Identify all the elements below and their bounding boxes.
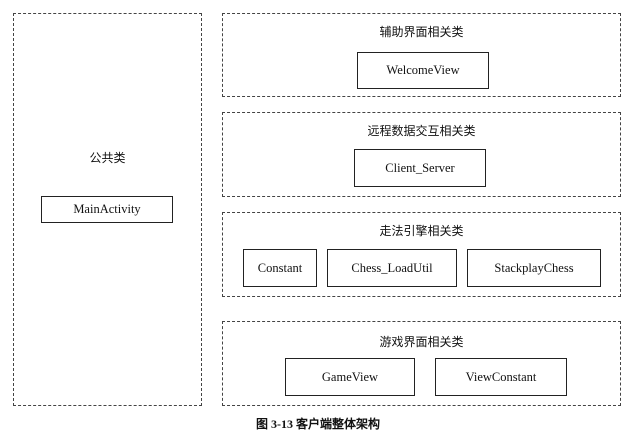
group-game-ui-title: 游戏界面相关类 xyxy=(379,335,464,349)
group-remote-title: 远程数据交互相关类 xyxy=(367,124,476,138)
class-client-server: Client_Server xyxy=(354,149,486,187)
caption-label: 图 xyxy=(255,417,268,431)
caption-number: 3-13 xyxy=(271,417,293,431)
group-aux-ui: 辅助界面相关类 WelcomeView xyxy=(222,13,621,97)
class-stackplaychess: StackplayChess xyxy=(467,249,601,287)
class-gameview: GameView xyxy=(285,358,415,396)
group-engine-title: 走法引擎相关类 xyxy=(379,224,464,238)
class-mainactivity: MainActivity xyxy=(41,196,173,223)
group-aux-ui-title: 辅助界面相关类 xyxy=(379,25,464,39)
group-public: 公共类 MainActivity xyxy=(13,13,202,406)
group-engine: 走法引擎相关类 Constant Chess_LoadUtil Stackpla… xyxy=(222,212,621,297)
class-chess-loadutil: Chess_LoadUtil xyxy=(327,249,457,287)
group-remote: 远程数据交互相关类 Client_Server xyxy=(222,112,621,197)
class-viewconstant: ViewConstant xyxy=(435,358,567,396)
class-constant: Constant xyxy=(243,249,317,287)
group-game-ui: 游戏界面相关类 GameView ViewConstant xyxy=(222,321,621,406)
class-welcomeview: WelcomeView xyxy=(357,52,489,89)
caption-text: 客户端整体架构 xyxy=(296,417,381,431)
group-public-title: 公共类 xyxy=(89,151,126,165)
